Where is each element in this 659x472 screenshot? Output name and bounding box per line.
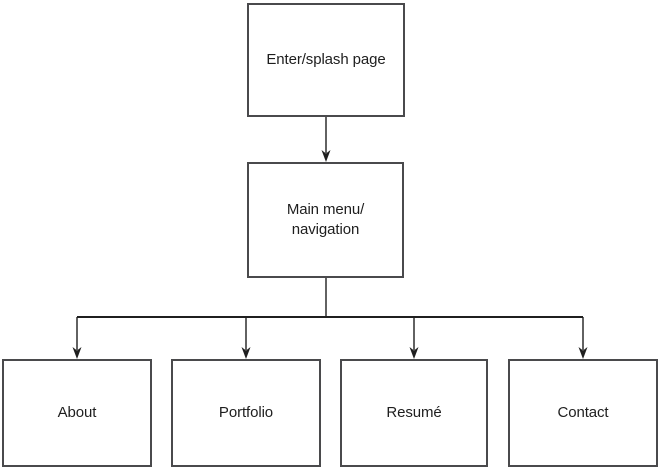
- arrowhead-about: [72, 347, 82, 359]
- node-about: About: [2, 359, 152, 467]
- arrowhead-portfolio: [241, 347, 251, 359]
- node-label: Resumé: [386, 404, 442, 421]
- node-label: Enter/splash page: [266, 51, 386, 68]
- node-contact: Contact: [508, 359, 658, 467]
- node-portfolio: Portfolio: [171, 359, 321, 467]
- arrowhead-contact: [578, 347, 588, 359]
- node-label: Contact: [557, 404, 609, 421]
- node-label: Main menu/ navigation: [286, 201, 365, 238]
- node-resume: Resumé: [340, 359, 488, 467]
- arrowhead-resume: [409, 347, 419, 359]
- node-label: About: [57, 404, 97, 421]
- node-enter-splash-page: Enter/splash page: [247, 3, 405, 117]
- node-label: Portfolio: [218, 404, 274, 421]
- node-main-menu-navigation: Main menu/ navigation: [247, 162, 404, 278]
- arrowhead-menu: [321, 150, 331, 162]
